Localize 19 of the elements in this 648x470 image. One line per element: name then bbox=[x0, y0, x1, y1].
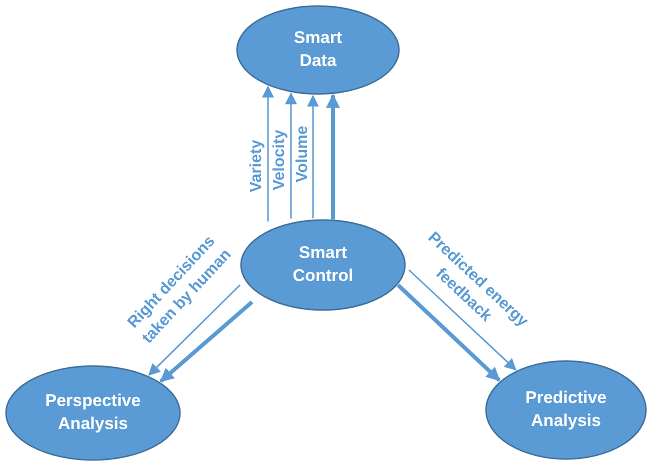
arrow bbox=[396, 284, 501, 382]
edge-label: Variety bbox=[246, 138, 266, 194]
ellipse-node bbox=[485, 360, 647, 460]
arrow bbox=[307, 94, 319, 218]
node-label: Smart Control bbox=[292, 242, 354, 287]
node-label: Perspective Analysis bbox=[44, 390, 142, 435]
arrow bbox=[148, 284, 241, 376]
ellipse-node bbox=[5, 365, 181, 461]
arrow bbox=[262, 85, 274, 222]
node-label: Smart Data bbox=[292, 27, 344, 72]
arrow bbox=[285, 92, 297, 219]
ellipse-node bbox=[240, 219, 406, 311]
edge-label: Velocity bbox=[270, 128, 289, 192]
arrow bbox=[160, 300, 254, 383]
arrow bbox=[326, 94, 340, 220]
node-label: Predictive Analysis bbox=[524, 387, 608, 432]
arrow bbox=[408, 269, 517, 371]
ellipse-node bbox=[236, 5, 400, 95]
edge-label: Volume bbox=[292, 124, 312, 184]
